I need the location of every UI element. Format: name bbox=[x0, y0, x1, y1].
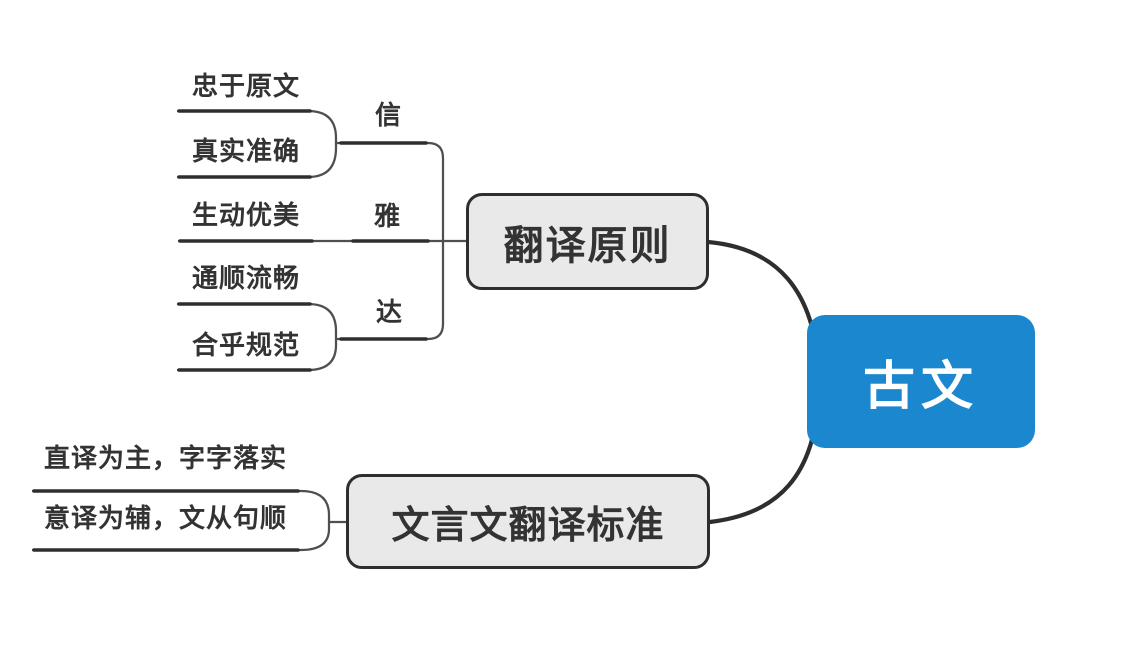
node-ya[interactable]: 雅 bbox=[374, 201, 402, 231]
node-xin[interactable]: 信 bbox=[375, 100, 403, 130]
node-true-accurate[interactable]: 真实准确 bbox=[192, 136, 301, 166]
node-classical-translation-standard[interactable]: 文言文翻译标准 bbox=[346, 474, 710, 569]
node-loyal-to-original[interactable]: 忠于原文 bbox=[192, 71, 301, 101]
node-translation-principles[interactable]: 翻译原则 bbox=[466, 193, 709, 290]
curve-branch1-to-root bbox=[705, 239, 822, 381]
node-smooth-fluent[interactable]: 通顺流畅 bbox=[192, 263, 301, 293]
connector-literal-to-branch2 bbox=[31, 489, 331, 524]
node-conform-standard[interactable]: 合乎规范 bbox=[192, 330, 301, 360]
node-da[interactable]: 达 bbox=[376, 297, 404, 327]
node-root-guwen[interactable]: 古文 bbox=[807, 315, 1035, 448]
connector-xin-to-junction bbox=[334, 141, 445, 242]
curve-branch2-to-root bbox=[707, 387, 822, 525]
connector-free-to-branch2 bbox=[31, 520, 331, 552]
node-literal-translation-primary[interactable]: 直译为主，字字落实 bbox=[44, 443, 288, 473]
node-vivid-beautiful[interactable]: 生动优美 bbox=[192, 200, 301, 230]
connector-da-to-junction bbox=[334, 240, 445, 341]
node-free-translation-secondary[interactable]: 意译为辅，文从句顺 bbox=[44, 503, 288, 533]
